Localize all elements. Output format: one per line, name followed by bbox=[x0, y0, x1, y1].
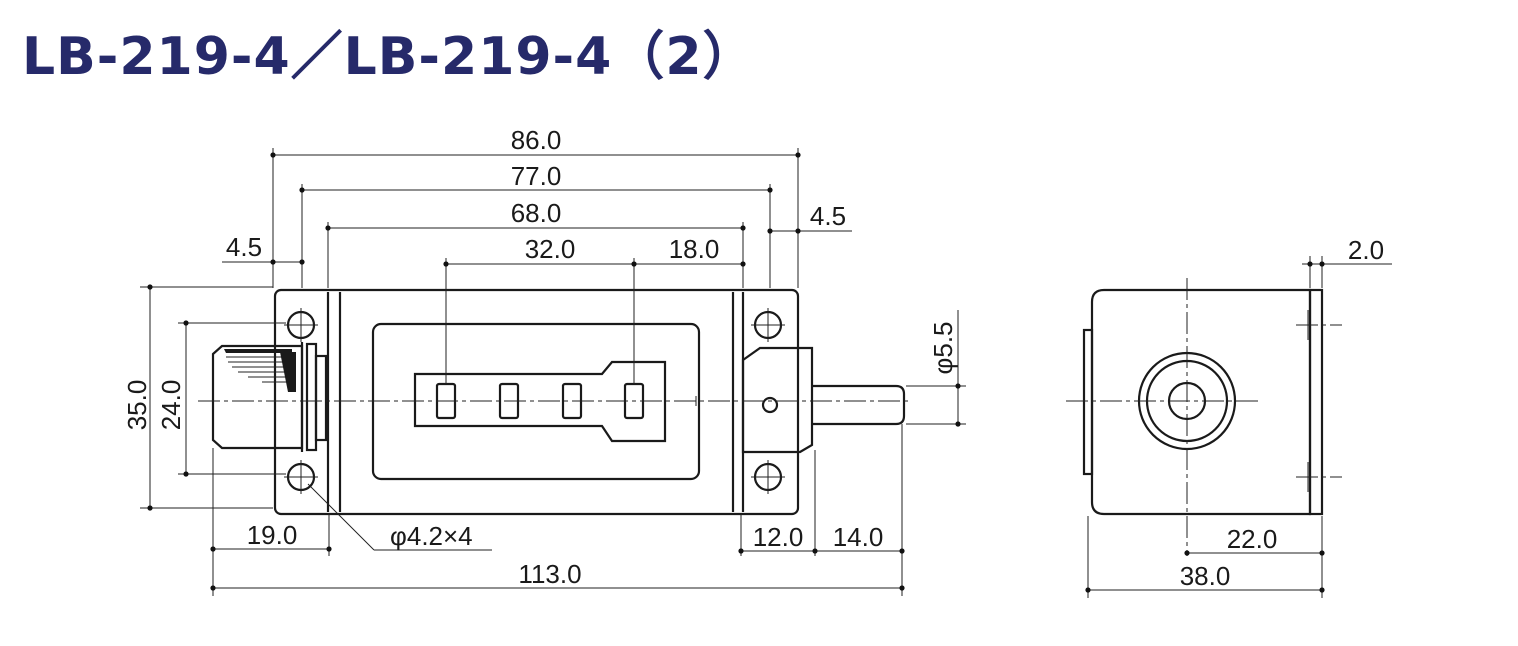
dim-12: 12.0 bbox=[753, 522, 804, 552]
page-title: LB-219-4／LB-219-4（2） bbox=[22, 27, 756, 87]
dim-4-5-left: 4.5 bbox=[226, 232, 262, 262]
dim-32: 32.0 bbox=[525, 234, 576, 264]
mounting-hole-icon bbox=[284, 460, 318, 494]
dim-19: 19.0 bbox=[247, 520, 298, 550]
dim-shaft: φ5.5 bbox=[928, 321, 958, 374]
dim-18: 18.0 bbox=[669, 234, 720, 264]
digit-frame bbox=[413, 360, 667, 443]
front-dimensions: 86.0 77.0 68.0 32.0 18.0 4.5 4.5 35. bbox=[122, 125, 966, 596]
dim-113: 113.0 bbox=[518, 559, 581, 589]
dim-22: 22.0 bbox=[1227, 524, 1278, 554]
mounting-hole-icon bbox=[751, 308, 785, 342]
dim-4-5-right: 4.5 bbox=[810, 201, 846, 231]
mounting-hole-icon bbox=[284, 308, 318, 342]
dim-38: 38.0 bbox=[1180, 561, 1231, 591]
side-dimensions: 2.0 22.0 38.0 bbox=[1085, 235, 1392, 598]
front-view bbox=[198, 288, 912, 516]
counter-body bbox=[273, 288, 800, 516]
dim-86: 86.0 bbox=[511, 125, 562, 155]
side-knob-edge bbox=[1082, 328, 1094, 476]
reset-knob bbox=[211, 342, 328, 452]
dim-77: 77.0 bbox=[511, 161, 562, 191]
dim-14: 14.0 bbox=[833, 522, 884, 552]
dim-68: 68.0 bbox=[511, 198, 562, 228]
dim-2: 2.0 bbox=[1348, 235, 1384, 265]
dim-24: 24.0 bbox=[156, 380, 186, 431]
drive-shaft bbox=[812, 384, 906, 426]
mounting-hole-icon bbox=[751, 460, 785, 494]
side-flange bbox=[1308, 288, 1324, 516]
side-view bbox=[1066, 278, 1342, 556]
dim-35: 35.0 bbox=[122, 380, 152, 431]
pivot-icon bbox=[761, 396, 779, 414]
lever-block bbox=[741, 346, 814, 454]
dim-hole: φ4.2×4 bbox=[390, 521, 473, 551]
side-body bbox=[1090, 288, 1312, 516]
